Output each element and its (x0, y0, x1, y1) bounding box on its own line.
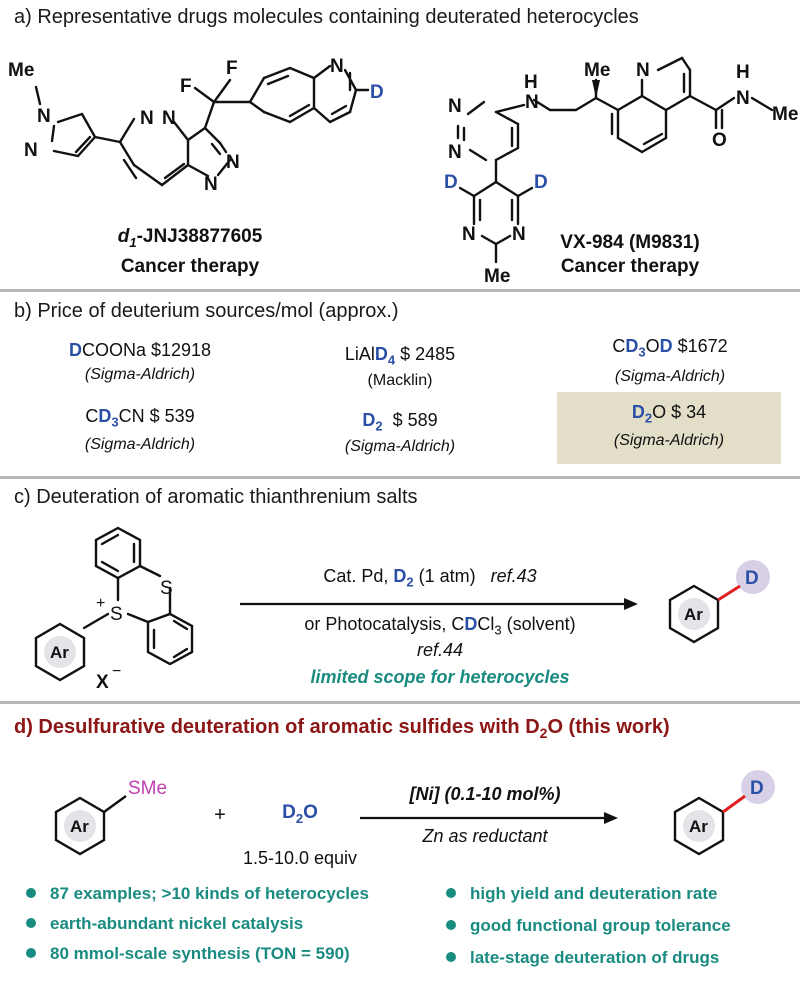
drug1-name: d1-JNJ38877605 (117, 226, 263, 250)
panel-c-reference-2: ref.44 (416, 640, 464, 660)
vendor-cd3cn: (Sigma-Aldrich) (84, 436, 196, 453)
panel-d-substrate-structure: Ar SMe (54, 778, 167, 856)
drug1-n4: N (162, 108, 176, 129)
drug2-amide-o: O (712, 130, 727, 151)
price-dcoona: DCOONa $12918 (68, 340, 212, 360)
drug1-use: Cancer therapy (120, 256, 260, 277)
panel-c-condition-1: Cat. Pd, D2 (1 atm) ref.43 (323, 566, 537, 590)
drug2-quin-n: N (636, 60, 650, 81)
drug2-pym2-n1: N (462, 224, 476, 245)
panel-d-reductant: Zn as reductant (422, 826, 548, 846)
drug2-structure: N H Me N N N N H Me O N N Me D D (444, 56, 798, 287)
drug1-n7: N (330, 56, 344, 77)
counterion-x: X (96, 672, 109, 690)
thianthrenium-salt-structure: S S + Ar X − (34, 526, 194, 690)
negative-charge: − (112, 663, 121, 680)
drug1-f1: F (180, 76, 192, 97)
vendor-dcoona: (Sigma-Aldrich) (84, 366, 196, 383)
drug1-methyl: Me (8, 60, 34, 81)
price-d2o: D2O $ 34 (631, 402, 707, 426)
drug1-deuterium: D (370, 82, 384, 103)
panel-c-product-ar: Ar (684, 605, 703, 624)
bullet-left-2: earth-abundant nickel catalysis (26, 914, 303, 934)
price-d2: D2 $ 589 (362, 410, 438, 434)
panel-d-product-ar: Ar (689, 817, 708, 836)
thianthrene-s-plus: S (110, 604, 123, 625)
panel-c-product-d: D (745, 568, 759, 589)
panel-b-title: b) Price of deuterium sources/mol (appro… (14, 300, 399, 322)
drug2-methyl-top: Me (584, 60, 610, 81)
drug1-structure: Me N N N N N N F F N D (8, 56, 384, 195)
drug2-pym2-n2: N (512, 224, 526, 245)
thianthrene-ar-label: Ar (50, 643, 69, 662)
drug1-n2: N (24, 140, 38, 161)
panel-c-condition-2: or Photocatalysis, CDCl3 (solvent) (304, 614, 576, 638)
vendor-d2: (Sigma-Aldrich) (344, 438, 456, 455)
drug1-n1: N (37, 106, 51, 127)
panel-d-d2o-reagent: D2O (282, 802, 318, 826)
drug2-nh-h: H (524, 72, 538, 93)
d2o-highlight-box (557, 392, 781, 464)
drug2-amide-n: N (736, 88, 750, 109)
panel-d-sme-group: SMe (128, 778, 167, 799)
panel-d-equiv: 1.5-10.0 equiv (242, 848, 358, 868)
panel-d-title: d) Desulfurative deuteration of aromatic… (14, 716, 670, 741)
drug2-amide-h: H (736, 62, 750, 83)
price-cd3od: CD3OD $1672 (612, 336, 728, 360)
panel-d-substrate-ar: Ar (70, 817, 89, 836)
drug2-deuterium-left: D (444, 172, 458, 193)
drug2-amide-me: Me (772, 104, 798, 125)
panel-d-catalyst: [Ni] (0.1-10 mol%) (409, 784, 561, 804)
bullet-left-1: 87 examples; >10 kinds of heterocycles (26, 884, 369, 904)
divider-cd (0, 701, 800, 704)
drug1-f2: F (226, 58, 238, 79)
vendor-d2o: (Sigma-Aldrich) (613, 432, 725, 449)
drug2-deuterium-right: D (534, 172, 548, 193)
panel-c-reaction-arrow (240, 598, 638, 610)
drug2-name: VX-984 (M9831) (560, 232, 700, 253)
price-cd3cn: CD3CN $ 539 (85, 406, 195, 430)
divider-ab (0, 289, 800, 292)
drug2-methyl-bottom: Me (484, 266, 510, 287)
bullet-left-3: 80 mmol-scale synthesis (TON = 590) (26, 944, 350, 964)
drug2-nh-n: N (525, 92, 539, 113)
panel-c-limitation-note: limited scope for heterocycles (310, 667, 570, 687)
bullet-right-2: good functional group tolerance (446, 916, 731, 936)
positive-charge: + (96, 595, 105, 612)
vendor-cd3od: (Sigma-Aldrich) (614, 368, 726, 385)
bullet-right-3: late-stage deuteration of drugs (446, 948, 719, 968)
thianthrene-s-top: S (160, 578, 173, 599)
panel-c-product-structure: Ar D (668, 560, 770, 644)
drug2-use: Cancer therapy (560, 256, 700, 277)
vendor-lialdh4: (Macklin) (367, 372, 433, 389)
panel-d-product-d: D (750, 778, 764, 799)
panel-d-product-structure: Ar D (673, 770, 775, 856)
panel-d-reaction-arrow (360, 812, 618, 824)
divider-bc (0, 476, 800, 479)
drug1-n6: N (204, 174, 218, 195)
panel-c-title: c) Deuteration of aromatic thianthrenium… (14, 486, 418, 508)
drug1-n3: N (140, 108, 154, 129)
price-lialdh4: LiAlD4 $ 2485 (344, 344, 456, 368)
drug2-pym-n2: N (448, 142, 462, 163)
drug1-n5: N (226, 152, 240, 173)
drug2-pym-n1: N (448, 96, 462, 117)
bullet-right-1: high yield and deuteration rate (446, 884, 717, 904)
panel-a-title: a) Representative drugs molecules contai… (14, 6, 639, 28)
panel-d-plus: + (214, 804, 226, 826)
